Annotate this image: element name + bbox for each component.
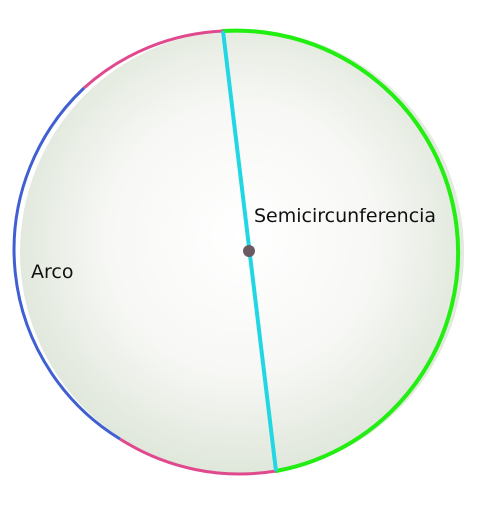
pink-arc-top bbox=[82, 29, 224, 90]
arc-label: Arco bbox=[31, 261, 73, 283]
semicircle-arc bbox=[221, 28, 461, 473]
circle-disk bbox=[20, 30, 464, 474]
semicircle-label: Semicircunferencia bbox=[254, 205, 436, 227]
pink-arc-bottom bbox=[119, 437, 277, 476]
blue-arc bbox=[12, 86, 121, 441]
center-point-icon bbox=[243, 245, 255, 257]
